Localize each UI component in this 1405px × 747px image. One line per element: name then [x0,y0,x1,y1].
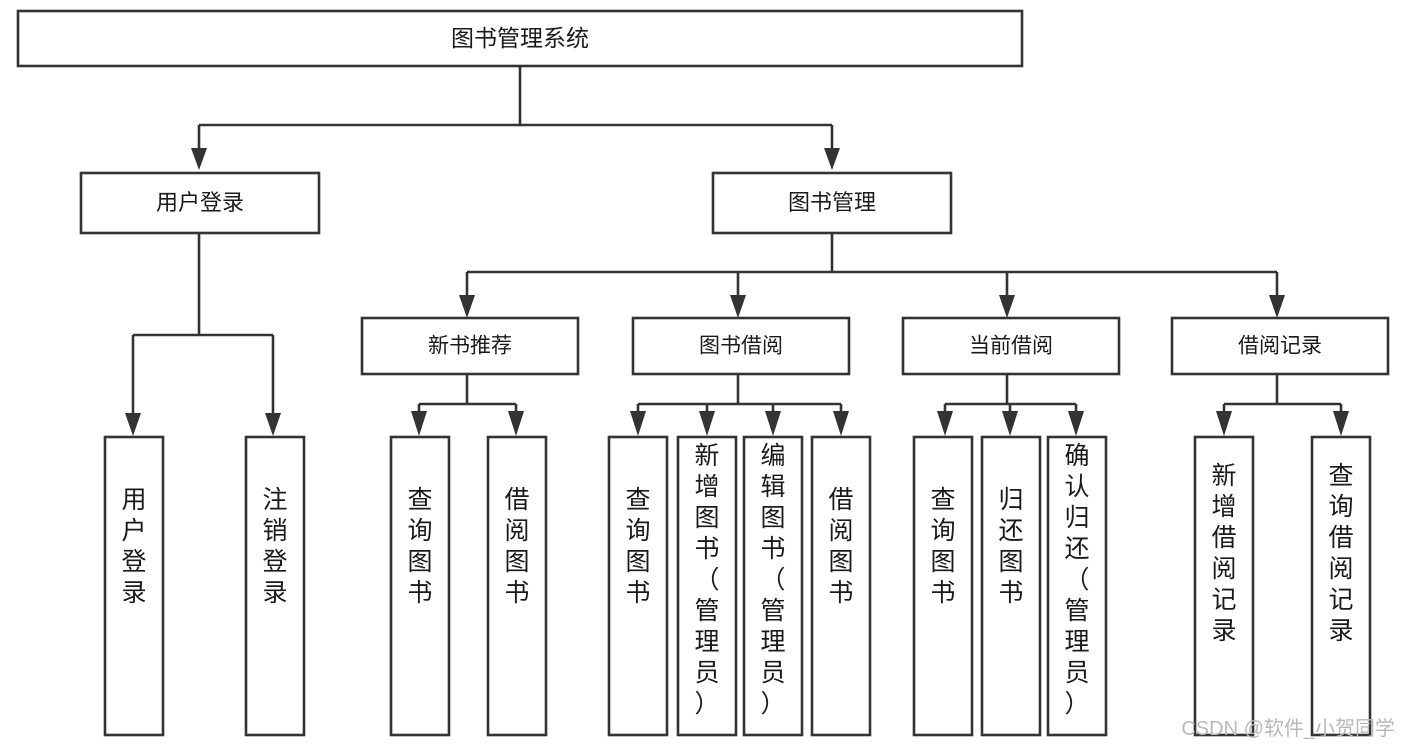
arrowhead-currentborrow-leaf-3 [1068,411,1084,436]
leaf-node-confirm-return[interactable]: 确认归还（管理员） [1046,435,1108,737]
arrowhead-bookborrow-leaf-1 [630,411,646,436]
leaf-query-book-recommend-label: 查询图书 [407,486,432,607]
arrowhead-bookborrow-leaf-4 [833,411,849,436]
arrowhead-borrow-record [1269,295,1285,318]
leaf-node-query-book-recommend[interactable]: 查询图书 [389,435,451,737]
arrowhead-currentborrow-leaf-1 [937,411,953,436]
arrowhead-bookborrow-leaf-3 [765,411,781,436]
leaf-borrow-book-label: 借阅图书 [828,486,853,607]
node-book-borrow[interactable]: 图书借阅 [631,316,851,376]
leaf-logout-box[interactable] [244,435,306,737]
leaf-add-book-label: 新增图书（管理员） [694,442,719,718]
leaf-node-logout[interactable]: 注销登录 [244,435,306,737]
node-borrow-record[interactable]: 借阅记录 [1170,316,1390,376]
arrowhead-bookborrow-leaf-2 [699,411,715,436]
arrowhead-leaf-user-login [125,413,141,436]
leaf-return-book-label: 归还图书 [998,486,1023,607]
leaf-add-book-box[interactable] [676,435,738,737]
edges-current-borrow-to-leaves [937,374,1084,436]
node-book-manage-box[interactable] [711,171,953,235]
leaf-borrow-book-recommend-box[interactable] [486,435,548,737]
leaf-node-query-borrow-record[interactable]: 查询借阅记录 [1310,435,1372,737]
leaf-node-return-book[interactable]: 归还图书 [980,435,1042,737]
leaf-node-add-borrow-record[interactable]: 新增借阅记录 [1193,435,1255,737]
edges-root-to-level1 [191,66,840,170]
leaf-borrow-book-recommend-label: 借阅图书 [504,486,529,607]
leaf-query-book-borrow-box[interactable] [607,435,669,737]
leaf-borrow-book-box[interactable] [810,435,872,737]
leaf-logout-label: 注销登录 [262,486,287,607]
leaf-edit-book-box[interactable] [742,435,804,737]
node-book-manage[interactable]: 图书管理 [711,171,953,235]
node-new-book-recommend-label: 新书推荐 [428,335,512,358]
leaf-query-book-current-box[interactable] [912,435,974,737]
leaf-query-book-borrow-label: 查询图书 [625,486,650,607]
node-new-book-recommend-box[interactable] [360,316,580,376]
node-user-login[interactable]: 用户登录 [79,171,321,235]
leaf-return-book-box[interactable] [980,435,1042,737]
leaf-node-add-book[interactable]: 新增图书（管理员） [676,435,738,737]
leaf-node-user-login[interactable]: 用户登录 [103,435,165,737]
node-book-borrow-box[interactable] [631,316,851,376]
edges-borrow-record-to-leaves [1216,374,1349,436]
node-book-manage-label: 图书管理 [788,190,876,215]
node-user-login-box[interactable] [79,171,321,235]
arrowhead-new-book [459,295,475,318]
node-root-box[interactable] [16,9,1024,68]
node-current-borrow[interactable]: 当前借阅 [901,316,1121,376]
edges-new-book-to-leaves [411,374,524,436]
arrowhead-user-login [191,148,207,170]
arrowhead-borrowrecord-leaf-2 [1333,411,1349,436]
leaf-user-login-label: 用户登录 [121,486,146,607]
leaf-node-query-book-current[interactable]: 查询图书 [912,435,974,737]
node-user-login-label: 用户登录 [156,190,244,215]
node-root-label: 图书管理系统 [451,25,589,51]
arrowhead-leaf-logout [265,413,281,436]
node-current-borrow-box[interactable] [901,316,1121,376]
edges-book-borrow-to-leaves [630,374,849,436]
leaf-query-book-recommend-box[interactable] [389,435,451,737]
node-borrow-record-box[interactable] [1170,316,1390,376]
arrowhead-currentborrow-leaf-2 [1002,411,1018,436]
leaf-node-query-book-borrow[interactable]: 查询图书 [607,435,669,737]
node-borrow-record-label: 借阅记录 [1238,335,1322,358]
arrowhead-newbook-leaf-2 [508,411,524,436]
arrowhead-newbook-leaf-1 [411,411,427,436]
arrowhead-borrowrecord-leaf-1 [1216,411,1232,436]
leaf-confirm-return-label: 确认归还（管理员） [1064,442,1089,718]
node-book-borrow-label: 图书借阅 [699,335,783,358]
node-root[interactable]: 图书管理系统 [16,9,1024,68]
edges-user-login-to-leaves [125,233,281,436]
leaf-user-login-box[interactable] [103,435,165,737]
leaf-edit-book-label: 编辑图书（管理员） [760,442,785,718]
leaf-query-borrow-record-box[interactable] [1310,435,1372,737]
leaf-confirm-return-box[interactable] [1046,435,1108,737]
edges-book-manage-to-level2 [459,233,1285,318]
leaf-query-book-current-label: 查询图书 [930,486,955,607]
leaf-add-borrow-record-box[interactable] [1193,435,1255,737]
node-current-borrow-label: 当前借阅 [969,335,1053,358]
leaf-add-borrow-record-label: 新增借阅记录 [1211,462,1236,645]
leaf-node-borrow-book[interactable]: 借阅图书 [810,435,872,737]
arrowhead-book-manage [824,148,840,170]
node-new-book-recommend[interactable]: 新书推荐 [360,316,580,376]
leaf-query-borrow-record-label: 查询借阅记录 [1328,462,1353,645]
arrowhead-book-borrow [730,295,746,318]
leaf-node-edit-book[interactable]: 编辑图书（管理员） [742,435,804,737]
leaf-node-borrow-book-recommend[interactable]: 借阅图书 [486,435,548,737]
arrowhead-current-borrow [999,295,1015,318]
